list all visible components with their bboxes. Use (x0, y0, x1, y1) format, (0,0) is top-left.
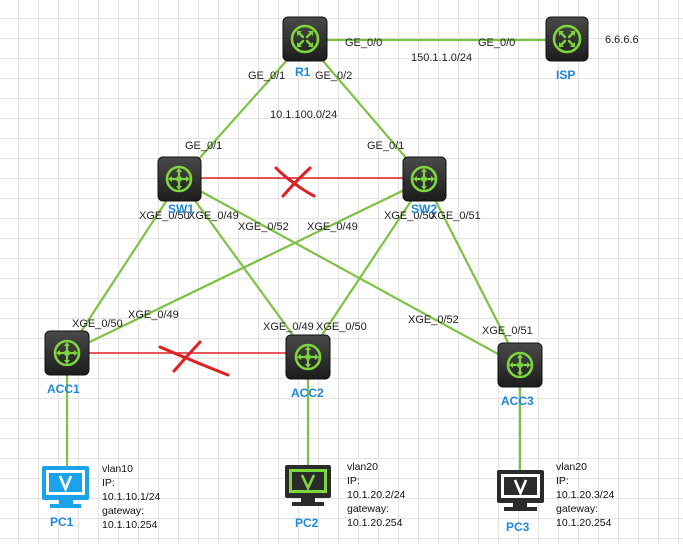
port-label: XGE_0/49 (128, 309, 179, 321)
pc-gateway: 10.1.20.254 (347, 517, 403, 529)
device-label: R1 (295, 65, 311, 79)
pc-gateway-label: gateway: (102, 505, 144, 517)
pc-ip: 10.1.20.3/24 (556, 489, 615, 501)
router-icon (545, 16, 589, 62)
pc-ip-label: IP: (102, 477, 115, 489)
pc-ip: 10.1.10.1/24 (102, 491, 161, 503)
port-label: XGE_0/50 (72, 318, 123, 330)
link-sw2-acc1 (66, 179, 426, 354)
device-label: PC1 (50, 515, 74, 529)
switch-acc1[interactable]: ACC1 (44, 330, 90, 396)
port-label: GE_0/0 (478, 37, 515, 49)
link-sw2-acc2 (307, 179, 426, 357)
switch-acc2[interactable]: ACC2 (285, 334, 331, 400)
pc-gateway-label: gateway: (347, 503, 389, 515)
port-label: XGE_0/51 (430, 210, 481, 222)
port-label: GE_0/2 (315, 70, 352, 82)
device-label: ACC1 (47, 382, 80, 396)
device-label: PC3 (506, 520, 530, 534)
switch-sw1[interactable]: SW1 (157, 156, 202, 216)
port-label: GE_0/1 (367, 140, 404, 152)
link-r1-sw2 (304, 39, 426, 181)
pc-icon (42, 466, 89, 508)
port-label: XGE_0/52 (408, 314, 459, 326)
subnet-label: 150.1.1.0/24 (411, 52, 472, 64)
pc-icon (497, 470, 544, 511)
switch-acc3[interactable]: ACC3 (497, 342, 543, 408)
port-label: XGE_0/50 (139, 210, 190, 222)
port-label: XGE_0/52 (238, 221, 289, 233)
port-label: XGE_0/49 (188, 210, 239, 222)
router-r1[interactable]: R1 (282, 16, 328, 79)
blocked-x-icon (274, 166, 316, 198)
isp-address: 6.6.6.6 (605, 34, 639, 46)
port-label: GE_0/1 (185, 140, 222, 152)
port-label: XGE_0/49 (307, 221, 358, 233)
device-label: ISP (556, 68, 575, 82)
port-label: GE_0/0 (345, 37, 382, 49)
pc-vlan: vlan20 (347, 461, 378, 473)
pc-pc3[interactable]: PC3 vlan20 IP: 10.1.20.3/24 gateway: 10.… (497, 461, 615, 534)
pc-ip-label: IP: (347, 475, 360, 487)
pc-vlan: vlan20 (556, 461, 587, 473)
pc-gateway: 10.1.20.254 (556, 517, 612, 529)
pc-ip: 10.1.20.2/24 (347, 489, 406, 501)
pc-gateway: 10.1.10.254 (102, 519, 158, 531)
device-label: SW2 (411, 202, 437, 216)
port-label: XGE_0/50 (384, 210, 435, 222)
pc-icon (285, 465, 331, 506)
port-label: XGE_0/51 (482, 325, 533, 337)
pc-gateway-label: gateway: (556, 503, 598, 515)
device-label: ACC3 (501, 394, 534, 408)
device-label: SW1 (168, 202, 194, 216)
links (65, 38, 565, 492)
link-sw1-acc3 (179, 179, 521, 367)
port-label: XGE_0/49 (263, 321, 314, 333)
subnet-label: 10.1.100.0/24 (270, 109, 337, 121)
router-icon (282, 16, 328, 62)
link-r1-sw1 (179, 39, 306, 181)
pc-pc2[interactable]: PC2 vlan20 IP: 10.1.20.2/24 gateway: 10.… (285, 461, 406, 530)
blocked-x-icon (158, 340, 230, 377)
switch-sw2[interactable]: SW2 (402, 156, 447, 216)
device-label: PC2 (295, 516, 319, 530)
port-labels: GE_0/0 GE_0/0 150.1.1.0/24 GE_0/1 GE_0/2… (72, 37, 533, 337)
pc-ip-label: IP: (556, 475, 569, 487)
port-label: XGE_0/50 (316, 321, 367, 333)
pc-pc1[interactable]: PC1 vlan10 IP: 10.1.10.1/24 gateway: 10.… (42, 463, 161, 531)
link-sw1-acc1 (66, 179, 181, 354)
pc-vlan: vlan10 (102, 463, 133, 475)
link-sw2-acc3 (424, 179, 521, 367)
port-label: GE_0/1 (248, 70, 285, 82)
router-isp[interactable]: ISP 6.6.6.6 (545, 16, 639, 82)
device-label: ACC2 (291, 386, 324, 400)
